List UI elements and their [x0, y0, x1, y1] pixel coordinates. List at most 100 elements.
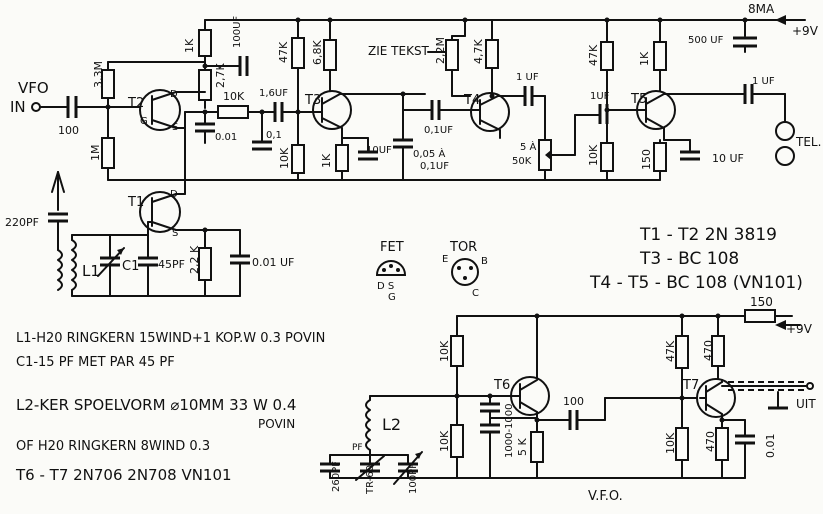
resistor-47k-d: [675, 335, 689, 369]
t1-source-label: S: [172, 228, 178, 239]
c-001-b-label: 0.01: [764, 434, 777, 459]
fet-gate-label: G: [388, 292, 396, 303]
resistor-2-2m: [445, 39, 459, 71]
note-l2b: POVIN: [258, 417, 295, 431]
r-470-b-label: 470: [704, 431, 717, 452]
r-10k-d-label: 10K: [438, 340, 451, 362]
c-001uf-label: 0.01 UF: [252, 256, 294, 269]
pot-label-b: 50K: [512, 156, 532, 167]
resistor-10k-e: [450, 424, 464, 458]
resistor-10k-c: [600, 142, 614, 172]
c-220pf-label: 220PF: [5, 216, 39, 229]
resistor-1k-c: [653, 41, 667, 71]
capacitor-100-b: [568, 410, 579, 430]
l1-label: L1: [82, 262, 100, 280]
tor-pinout-title: TOR: [449, 240, 477, 255]
r-10k-a-label: 10K: [223, 90, 245, 103]
r-10k-c-label: 10K: [587, 144, 600, 166]
pot-label-a: 5 À: [520, 140, 537, 153]
c-45pf-label: 45PF: [158, 258, 185, 271]
t2-drain-label: D: [170, 89, 178, 100]
resistor-1k-a: [198, 29, 212, 57]
r-2-7k-label: 2,7K: [214, 63, 227, 88]
l2-label: L2: [382, 415, 401, 434]
r-10k-b-label: 10K: [278, 147, 291, 169]
r-10k-f-label: 10K: [664, 432, 677, 454]
earphone-bottom: [775, 146, 795, 166]
c-1uf-c-label: 1 UF: [752, 76, 775, 87]
c-01uf-a-label: 0,1UF: [424, 125, 453, 136]
c-10uf-a-label: 10UF: [366, 145, 392, 156]
resistor-2-7k: [198, 69, 212, 101]
c-005-label: 0,05 À: [413, 147, 445, 160]
c-1-6uf-label: 1,6UF: [259, 88, 288, 99]
resistor-150-b: [744, 309, 776, 323]
c-1uf-a-label: 1 UF: [516, 72, 539, 83]
resistor-5k: [530, 431, 544, 463]
resistor-6-8k: [323, 39, 337, 71]
resistor-47k-c: [600, 41, 614, 71]
fet-pinout-title: FET: [380, 240, 404, 255]
r-4-7k-label: 4,7K: [472, 39, 485, 64]
r-1k-c-label: 1K: [638, 51, 651, 66]
capacitor-10uf-b: [680, 150, 700, 161]
capacitor-01-a: [252, 140, 272, 151]
transistor-t4: [470, 92, 510, 132]
vfo-in-label-1: VFO: [18, 79, 49, 97]
r-1m-label: 1M: [89, 145, 102, 162]
c-01-a-label: 0,1: [266, 130, 282, 141]
transistor-t5: [635, 90, 676, 130]
note-l2c: OF H20 RINGKERN 8WIND 0.3: [16, 439, 210, 454]
supply-current-label: 8MA: [748, 2, 775, 16]
vfo-title: V.F.O.: [588, 489, 623, 504]
t1-label: T1: [127, 195, 144, 210]
capacitor-1uf-c: [743, 84, 754, 104]
note-t1-t2: T1 - T2 2N 3819: [639, 225, 777, 245]
t3-label: T3: [304, 93, 321, 108]
resistor-4-7k: [485, 39, 499, 69]
c-tr60-label: TR-60: [365, 465, 376, 495]
trimmer-tr60: [355, 455, 385, 481]
r-150-b-label: 150: [750, 295, 773, 309]
note-c1: C1-15 PF MET PAR 45 PF: [16, 355, 175, 370]
capacitor-001uf: [230, 254, 250, 265]
r-47k-a-label: 47K: [277, 41, 290, 63]
c-in-label: 100: [58, 124, 79, 137]
tor-c-label: C: [472, 288, 479, 299]
vfo-in-label-2: IN: [10, 98, 26, 116]
c-1000-label: 1000-1000: [504, 403, 515, 458]
resistor-150-a: [653, 142, 667, 172]
resistor-1k-b: [335, 144, 349, 172]
capacitor-100uf-a: [238, 56, 249, 76]
resistor-1m: [101, 137, 115, 169]
capacitor-1-6uf: [273, 102, 284, 122]
r-1k-b-label: 1K: [320, 153, 333, 168]
note-l2a: L2-KER SPOELVORM ⌀10MM 33 W 0.4: [16, 396, 296, 414]
tor-e-label: E: [442, 254, 448, 265]
capacitor-001-b: [735, 434, 755, 445]
c-01uf-b-label: 0,1UF: [420, 161, 449, 172]
coax-output: [721, 381, 814, 410]
c-100pf-label: 100PF: [408, 463, 419, 494]
resistor-10k-f: [675, 427, 689, 461]
resistor-10k-d: [450, 335, 464, 367]
capacitor-001-a: [195, 122, 215, 144]
c-100-b-label: 100: [563, 395, 584, 408]
capacitor-01uf-a: [430, 100, 441, 120]
resistor-10k-a: [217, 105, 249, 119]
capacitor-10uf-a: [358, 150, 378, 161]
c1-label: C1: [122, 259, 139, 274]
capacitor-1uf-b: [598, 104, 609, 124]
t4-label: T4: [463, 93, 480, 108]
t6-label: T6: [493, 378, 510, 393]
r-47k-d-label: 47K: [664, 340, 677, 362]
tel-label: TEL.: [795, 135, 821, 149]
tor-b-label: B: [481, 256, 488, 267]
c-1uf-b-label: 1UF: [590, 91, 610, 102]
r-2-2m-label: 2,2M: [434, 37, 447, 64]
t1-drain-label: D: [170, 189, 178, 200]
r-3-3m-label: 3,3M: [92, 61, 105, 88]
inductor-l1: [71, 239, 77, 291]
c-260pf-label: 260PF: [331, 461, 342, 492]
